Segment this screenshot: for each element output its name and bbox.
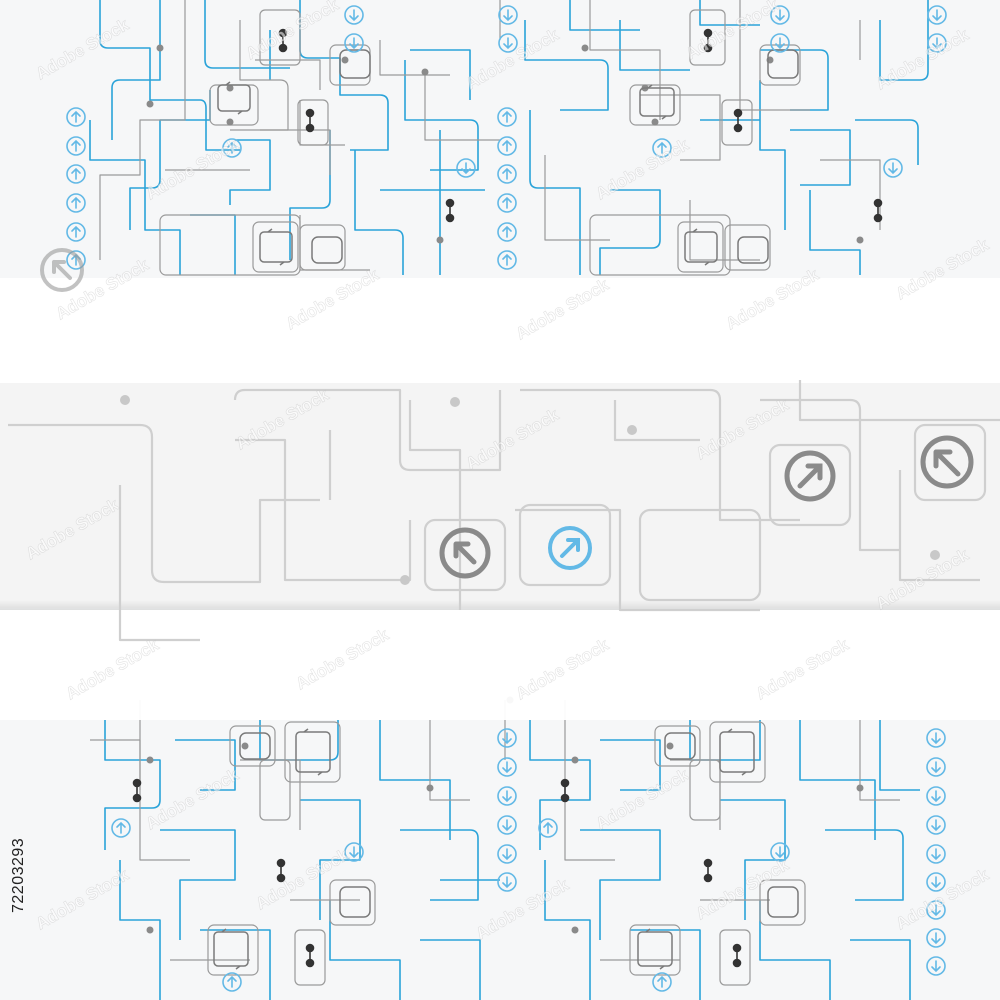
arrow-up-icon xyxy=(652,138,672,158)
arrow-down-icon xyxy=(926,728,946,748)
bottom-circuit-block xyxy=(90,700,920,1000)
watermark-text: Adobe Stock xyxy=(473,875,573,944)
arrow-down-icon xyxy=(344,5,947,976)
node-connector-icon xyxy=(132,28,883,968)
band-ghost-dots xyxy=(120,395,940,585)
arrow-down-icon xyxy=(926,815,946,835)
arrow-down-icon xyxy=(344,842,364,862)
arrow-up-icon xyxy=(652,972,672,992)
arrow-up-icon xyxy=(66,193,86,213)
watermark-text: Adobe Stock xyxy=(143,135,243,204)
watermark-text: Adobe Stock xyxy=(593,765,693,834)
arrow-up-icon xyxy=(538,818,558,838)
arrow-up-icon xyxy=(66,107,672,992)
watermark-text: Adobe Stock xyxy=(253,845,353,914)
arrow-up-icon xyxy=(111,818,131,838)
arrow-down-icon xyxy=(926,956,946,976)
arrow-up-left-icon xyxy=(40,248,84,292)
arrow-up-icon xyxy=(497,222,517,242)
arrow-up-icon xyxy=(222,138,242,158)
arrow-down-icon xyxy=(927,5,947,25)
arrow-down-icon xyxy=(926,872,946,892)
arrow-up-left-icon xyxy=(920,435,974,489)
arrow-up-icon xyxy=(497,107,517,127)
arrow-up-icon xyxy=(66,107,86,127)
arrow-down-icon xyxy=(770,842,790,862)
arrow-up-right-icon xyxy=(784,450,836,502)
arrow-down-icon xyxy=(344,33,364,53)
arrow-down-icon xyxy=(497,728,517,748)
watermark-text: Adobe Stock xyxy=(33,15,133,84)
arrow-down-icon xyxy=(770,33,790,53)
arrow-down-icon xyxy=(927,33,947,53)
arrow-down-icon xyxy=(926,928,946,948)
arrow-down-icon xyxy=(770,5,790,25)
arrow-up-icon xyxy=(66,136,86,156)
arrow-up-icon xyxy=(497,164,517,184)
watermark-text: Adobe Stock xyxy=(593,135,693,204)
arrow-down-icon xyxy=(344,5,364,25)
watermark-text: Adobe Stock xyxy=(873,25,973,94)
arrow-down-icon xyxy=(497,872,517,892)
arrow-up-icon xyxy=(497,250,517,270)
arrow-up-icon xyxy=(497,193,517,213)
arrow-up-icon xyxy=(222,972,242,992)
arrow-down-icon xyxy=(456,158,476,178)
arrow-down-icon xyxy=(926,844,946,864)
stock-id-label: 72203293 xyxy=(10,837,27,913)
arrow-up-left-icon xyxy=(439,527,491,579)
refresh-loop-icon xyxy=(213,49,799,970)
arrow-up-icon xyxy=(66,164,86,184)
band-ghost-traces xyxy=(8,380,1000,642)
watermark-text: Adobe Stock xyxy=(33,865,133,934)
arrow-down-icon xyxy=(497,786,517,806)
arrow-down-icon xyxy=(926,786,946,806)
arrow-down-icon xyxy=(497,844,517,864)
arrow-up-icon xyxy=(497,136,517,156)
arrow-up-icon xyxy=(66,222,86,242)
arrow-down-icon xyxy=(497,757,517,777)
arrow-down-icon xyxy=(498,33,518,53)
arrow-up-right-icon xyxy=(548,526,592,570)
arrow-down-icon xyxy=(883,158,903,178)
arrow-down-icon xyxy=(498,5,518,25)
arrow-down-icon xyxy=(926,757,946,777)
arrow-down-icon xyxy=(926,900,946,920)
arrow-down-icon xyxy=(497,815,517,835)
watermark-text: Adobe Stock xyxy=(143,765,243,834)
white-banner-band xyxy=(0,278,1000,720)
top-circuit-block xyxy=(89,0,929,276)
